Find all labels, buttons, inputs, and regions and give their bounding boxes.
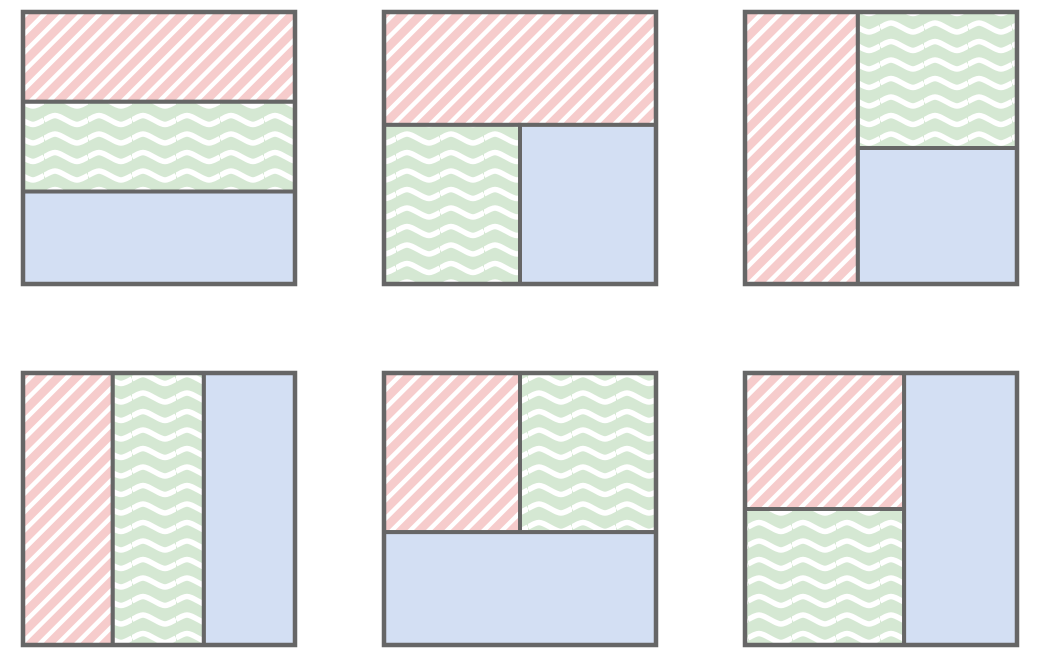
layout-panel-two-left-rows-right-column — [742, 370, 1020, 648]
green-region — [110, 371, 206, 647]
green-region — [382, 122, 522, 286]
panel-frame — [742, 9, 1020, 287]
panel-frame — [20, 9, 298, 287]
blue-region — [855, 146, 1019, 286]
blue-region — [382, 530, 658, 647]
layout-panel-three-vertical-columns — [20, 370, 298, 648]
panel-frame — [381, 370, 659, 648]
green-region — [518, 371, 658, 535]
layout-panel-top-band-two-bottom-columns — [381, 9, 659, 287]
blue-region — [902, 371, 1019, 647]
layout-panel-two-top-columns-bottom-band — [381, 370, 659, 648]
red-region — [743, 371, 907, 511]
green-region — [855, 10, 1019, 150]
red-region — [21, 371, 115, 647]
panel-frame — [742, 370, 1020, 648]
red-region — [382, 371, 522, 535]
blue-region — [518, 122, 658, 286]
green-region — [21, 99, 297, 194]
panel-frame — [20, 370, 298, 648]
blue-region — [201, 371, 298, 647]
panel-frame — [381, 9, 659, 287]
red-region — [382, 10, 658, 127]
red-region — [21, 10, 297, 104]
layout-panel-left-column-two-right-rows — [742, 9, 1020, 287]
red-region — [743, 10, 860, 286]
green-region — [743, 507, 907, 647]
blue-region — [21, 189, 297, 287]
layout-panel-three-horizontal-bands — [20, 9, 298, 287]
